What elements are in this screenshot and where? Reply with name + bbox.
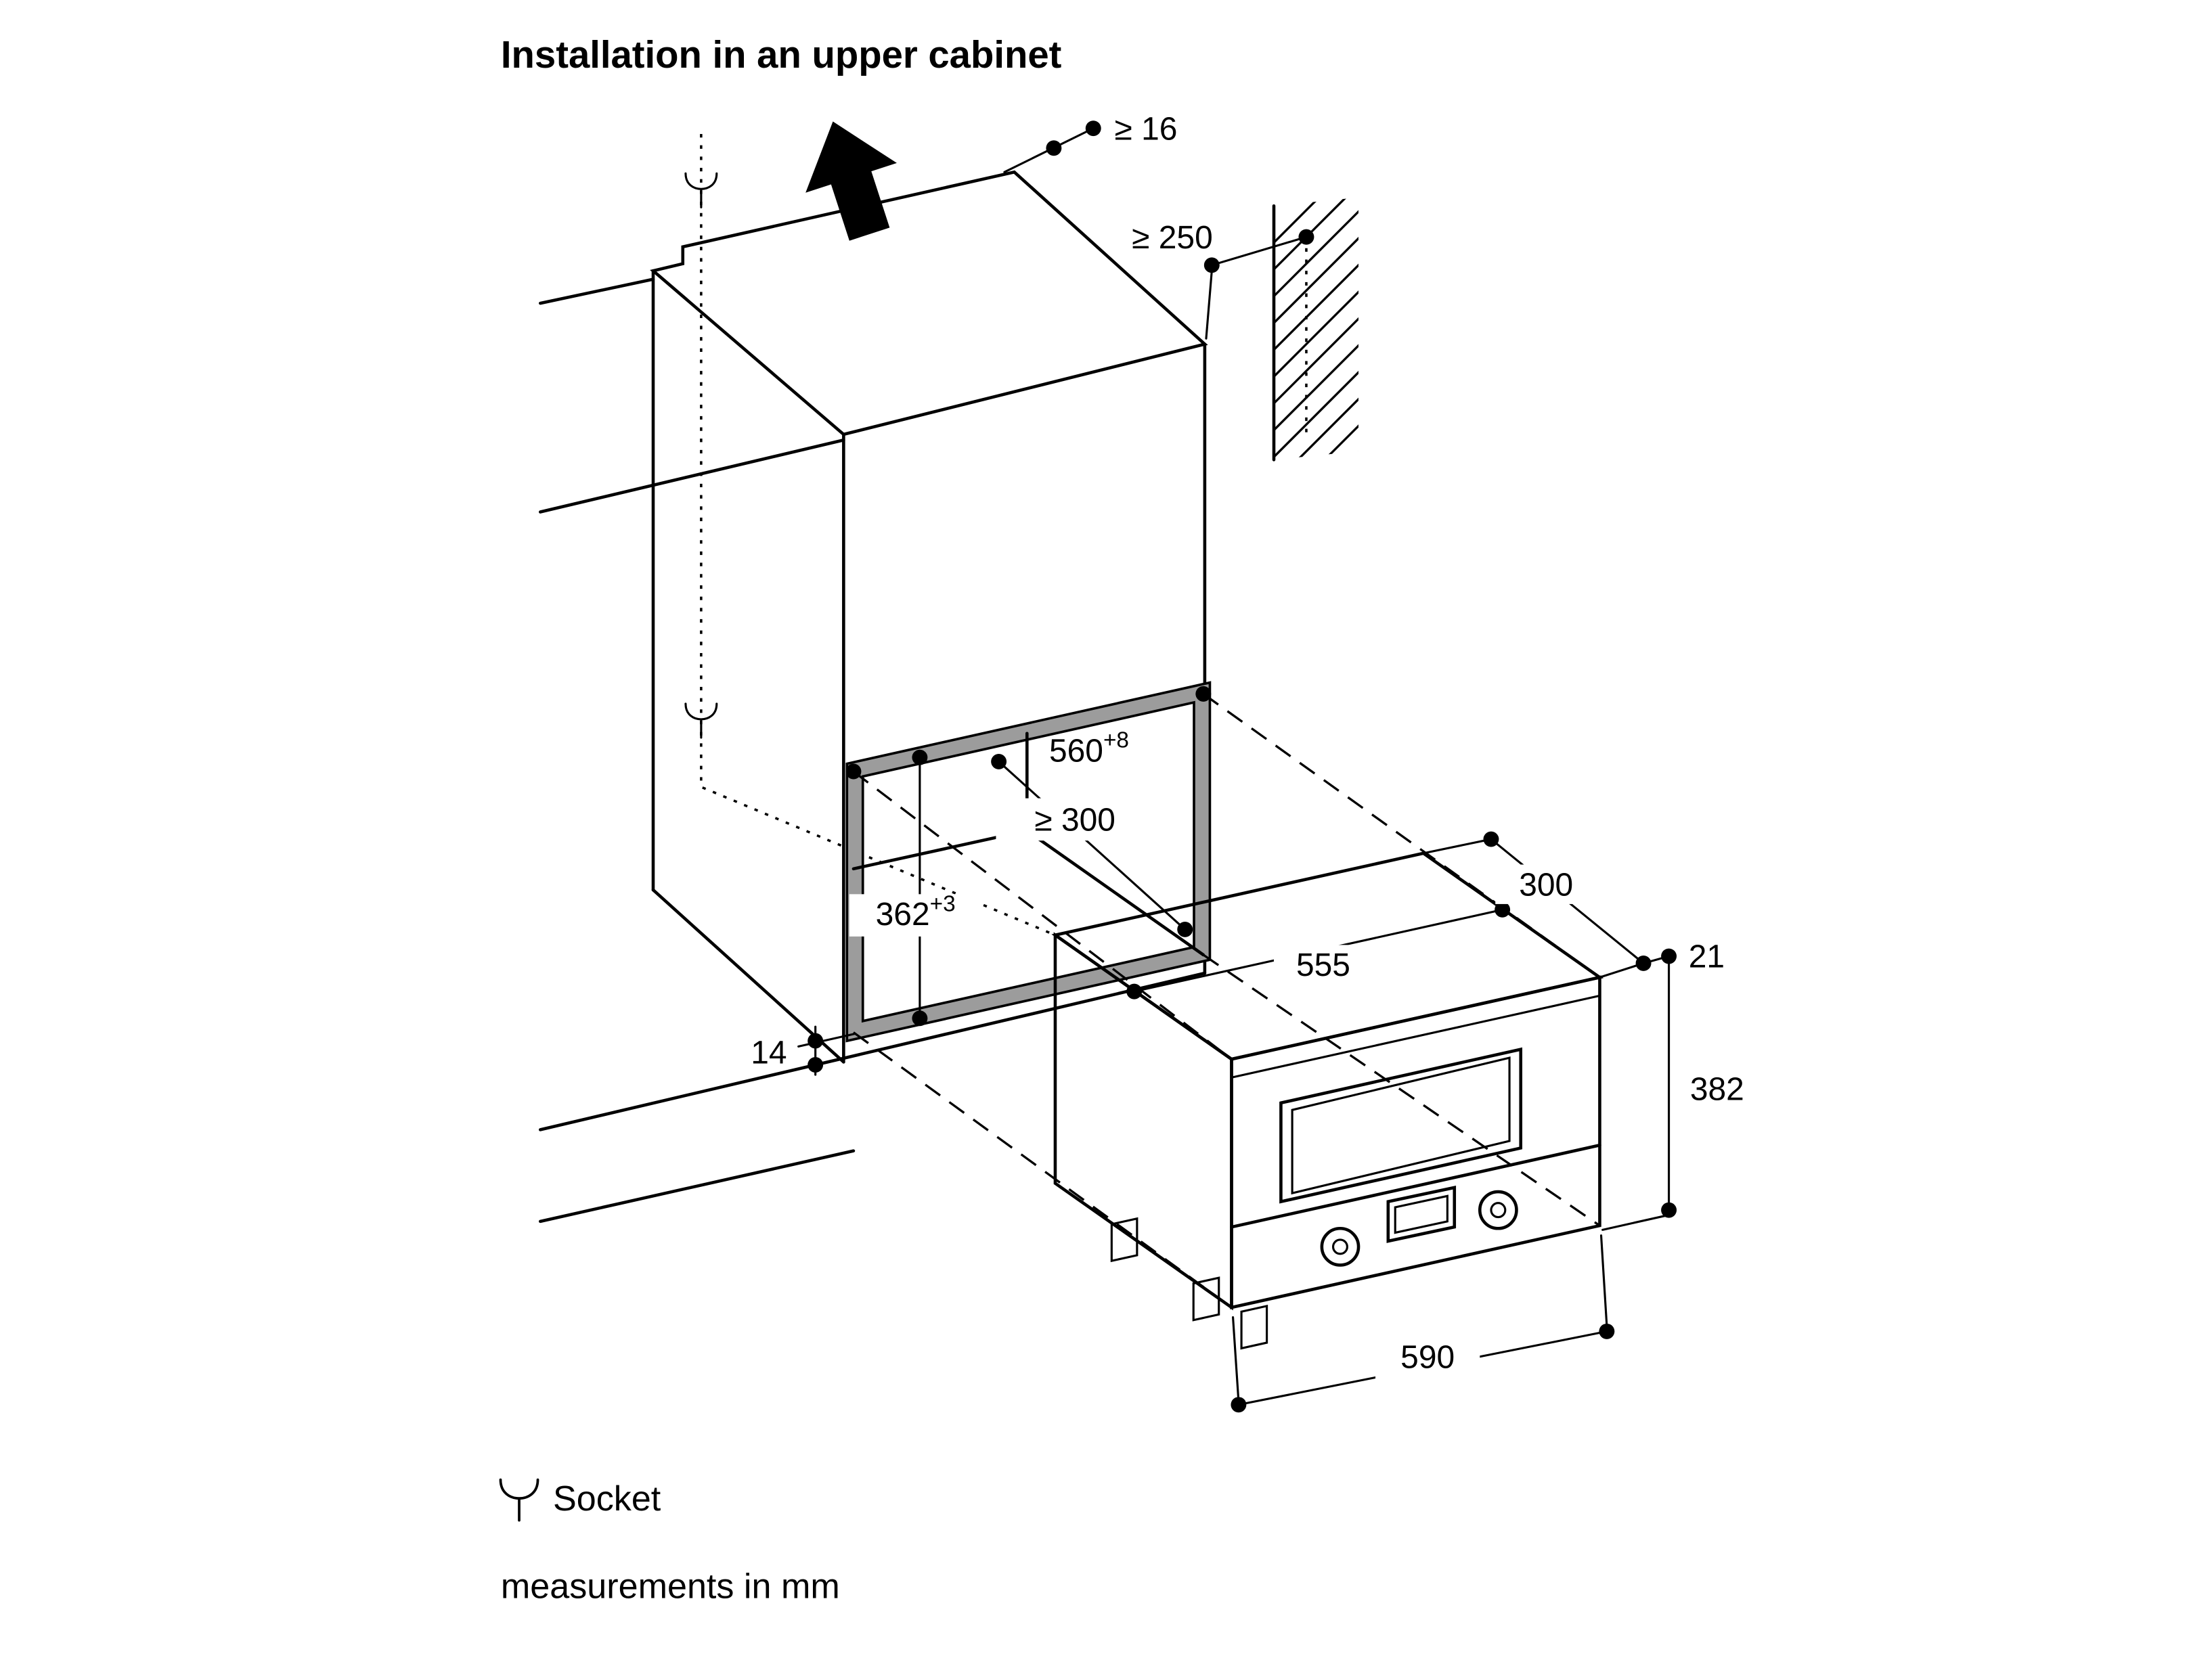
dimension-niche-height: 362+3 [849, 749, 982, 1027]
wall-hatch [1274, 197, 1359, 460]
control-knob-left [1320, 1226, 1361, 1267]
dimension-niche-depth: ≥ 300 [991, 753, 1193, 937]
dim-label-front-overhang: 21 [1689, 939, 1725, 975]
socket-icon [499, 1478, 539, 1522]
control-knob-right [1478, 1190, 1518, 1230]
dim-label-front-width: 590 [1400, 1340, 1455, 1376]
cabinet-outline [538, 170, 1208, 1224]
dimension-niche-width: 560+8 [845, 686, 1212, 780]
dim-label-appliance-height: 382 [1690, 1072, 1744, 1108]
units-note: measurements in mm [501, 1567, 840, 1606]
dim-label-body-width: 555 [1296, 947, 1350, 983]
page-title: Installation in an upper cabinet [501, 33, 1062, 76]
wall-section [1272, 197, 1359, 462]
dim-label-niche-depth: ≥ 300 [1034, 803, 1115, 838]
socket-legend-label: Socket [553, 1479, 661, 1519]
dim-label-panel-thickness: ≥ 16 [1115, 111, 1178, 147]
dim-label-wall-clearance: ≥ 250 [1132, 220, 1213, 256]
dimension-appliance-depth: 300 [1422, 831, 1652, 979]
dim-label-front-gap: 14 [751, 1035, 787, 1071]
dimension-wall-clearance: ≥ 250 [1132, 220, 1314, 434]
dimension-front-width: 590 [1231, 1234, 1615, 1413]
dim-label-niche-width: 560+8 [1049, 728, 1129, 769]
dimension-body-width: 555 [1126, 901, 1511, 1000]
appliance [1051, 851, 1604, 1350]
insertion-direction-arrow-icon [805, 121, 897, 241]
socket-icon [684, 702, 718, 739]
dimension-front-overhang: 21 [1642, 939, 1725, 975]
socket-centerline [684, 133, 1056, 937]
appliance-front-face [1230, 975, 1601, 1309]
appliance-feet [1110, 1217, 1268, 1350]
niche-frame [845, 681, 1212, 1043]
dim-label-appliance-depth: 300 [1519, 867, 1573, 903]
socket-icon [684, 172, 718, 208]
dimension-front-gap: 14 [751, 1025, 856, 1076]
dimension-appliance-height: 382 [1601, 955, 1744, 1231]
dim-label-niche-height: 362+3 [876, 891, 956, 933]
door-window [1279, 1047, 1523, 1204]
dimension-panel-thickness: ≥ 16 [1003, 111, 1178, 173]
display [1386, 1185, 1457, 1243]
legend: Socket measurements in mm [499, 1478, 840, 1606]
